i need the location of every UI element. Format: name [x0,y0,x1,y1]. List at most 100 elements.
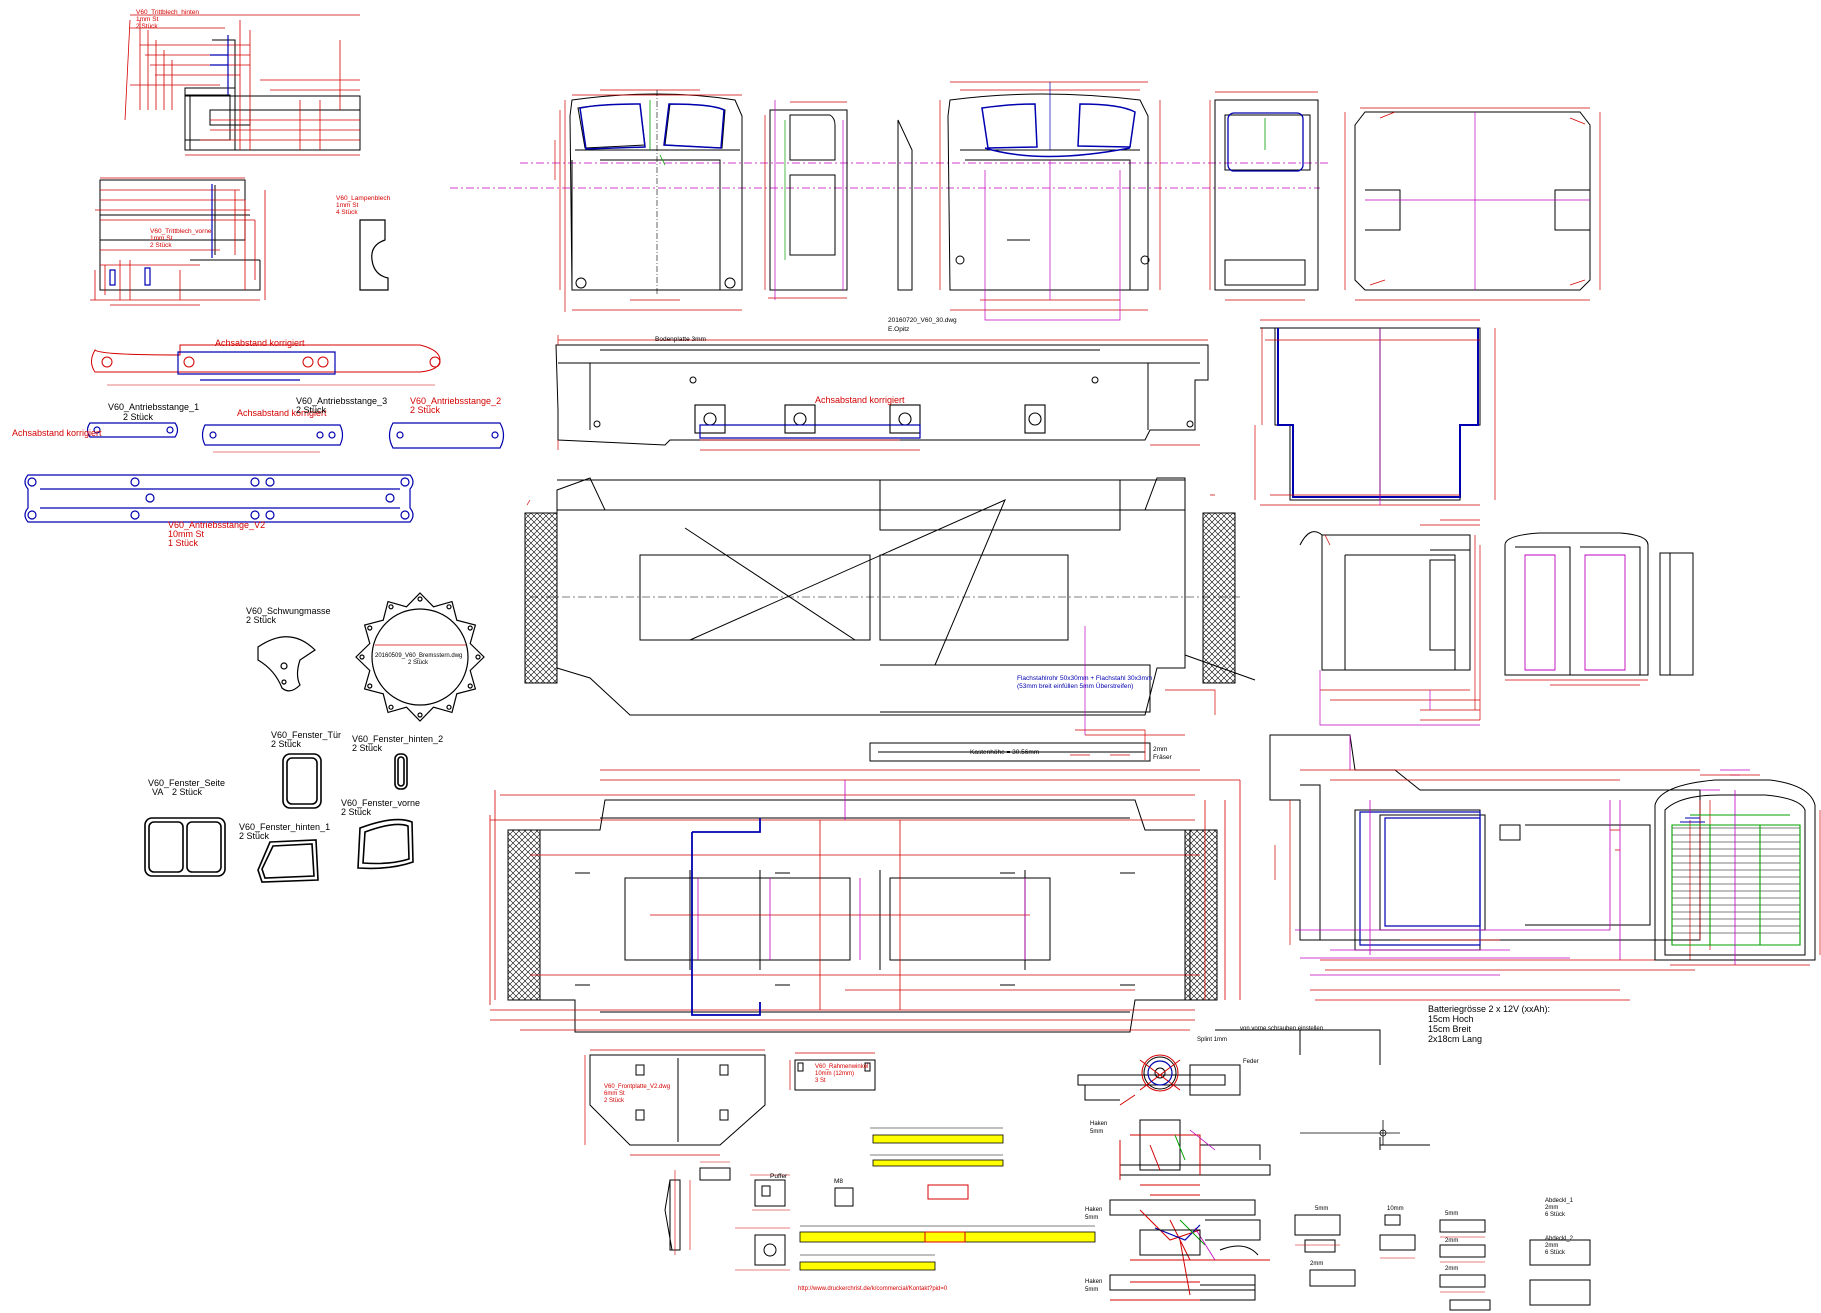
side-profile-1-dims [764,101,847,299]
battery-length: 2x18cm Lang [1428,1034,1482,1044]
bremsstern-hole [475,654,481,660]
bremsstern-hole [367,625,373,631]
part-name-antriebsstange-3: V60_Antriebsstange_3 [296,396,387,406]
antriebsstange-2-drawing [388,422,505,449]
part-name-frontplatte: V60_Frontplatte_V2.dwg [604,1084,670,1090]
part-qty-frontplatte: 2 Stück [604,1098,625,1104]
bremsstern-hole [467,683,473,689]
part-name-rahmenwinkel: V60_Rahmenwinkel [815,1064,868,1070]
chassis-side-view [555,344,1209,446]
m5mm-label: 5mm [1315,1206,1328,1212]
cabin-side-view-a-magenta [1319,670,1480,726]
side-profile-1 [769,109,848,291]
trittblech-hinten-dimensions [124,14,360,156]
kastenhoehe-drawing [869,742,1151,762]
part-name-antriebsstange-2: V60_Antriebsstange_2 [410,396,501,406]
antriebsstange-3-drawing [201,424,344,446]
roof-plan [1354,111,1591,291]
part-qty-schwungmasse: 2 Stück [246,615,277,625]
trittblech-hinten-label: V60_Trittblech_hinten 1mm St 2 Stück [136,9,199,30]
part-name-fenster-vorne: V60_Fenster_vorne [341,798,420,808]
url-label: http://www.druckerchrist.de/k/commercial… [798,1286,948,1292]
haken-2-line1: Haken [1085,1207,1102,1213]
part-name-trittblech-vorne: V60_Trittblech_vorne [150,228,212,235]
part-name-fenster-seite: V60_Fenster_Seite [148,778,225,788]
chassis-side-dims [557,335,1208,451]
fenster-tuer-drawing [282,753,322,809]
rear-view-contour [1227,112,1304,172]
achsabstand-note-2: Achsabstand korrigiert [237,408,327,418]
part-qty-fenster-hinten-1: 2 Stück [239,831,270,841]
haken-3-line2: 5mm [1085,1287,1098,1293]
cab-front-grille-green [1671,814,1801,946]
cabin-side-view-c [1659,552,1694,676]
part-qty-bremsstern: 2 Stück [408,660,429,666]
bremsstern-hole [446,604,452,610]
cab-front-grille-dims [1670,774,1821,966]
puffer-label: Puffer [770,1173,788,1180]
main-frame-blue [691,818,761,1016]
bremsstern-hole [446,704,452,710]
haken-2-line2: 5mm [1085,1215,1098,1221]
main-frame-hatch-right [1184,829,1218,1001]
part-qty-antriebsstange-2: 2 Stück [410,405,441,415]
abdeckung-2-qty: 6 Stück [1545,1250,1566,1256]
front-view-2 [947,93,1150,291]
part-qty-trittblech-hinten: 2 Stück [136,23,158,30]
battery-note: Batteriegrösse 2 x 12V (xxAh): 15cm Hoch… [1428,1004,1550,1044]
coupler-red [1110,1054,1270,1301]
reference-crosshair [1300,1120,1400,1145]
cabin-side-view-b-dims [1505,679,1648,686]
bremsstern-hole [359,654,365,660]
lower-right-contour [1359,811,1481,946]
part-spec-trittblech-hinten: 1mm St [136,16,159,23]
rahmenwinkel-drawing [794,1059,876,1091]
rahmenwinkel-dims [789,1052,875,1090]
haken-3-line1: Haken [1085,1279,1102,1285]
part-extra-fenster-seite: VA [152,787,163,797]
cab-front-grille-lines [1672,827,1800,934]
battery-width: 15cm Breit [1428,1024,1472,1034]
achsabstand-note-1: Achsabstand korrigiert [215,338,305,348]
lower-right-magenta [1295,735,1621,976]
abdeckung-1-qty: 6 Stück [1545,1212,1566,1218]
chassis-top-hatch-left [524,512,558,684]
cabin-side-view-a [1299,531,1471,671]
coupler-blue [1147,1060,1201,1241]
schwungmasse-drawing [257,636,316,692]
cabin-side-view-b [1504,532,1649,676]
part-name-fenster-hinten-2: V60_Fenster_hinten_2 [352,734,443,744]
main-frame-magenta [697,780,1026,960]
flachrohr-note: Flachstahlrohr 50x30mm + Flachstahl 30x3… [1017,675,1152,682]
rear-view-dims [1209,91,1318,301]
abdeckung-2-name: Abdeckl_2 [1545,1236,1574,1242]
part-name-bremsstern: 20160509_V60_Bremsstern.dwg [375,653,462,659]
feder-label: Feder [1243,1059,1259,1065]
trittblech-hinten-contour [210,35,229,95]
yellow-rails-dims [800,1127,1095,1256]
roof-plan-magenta [1365,112,1590,290]
chassis-side-wheels [694,404,1046,434]
splint-label: Splint 1mm [1197,1037,1227,1043]
part-name-antriebsstange-1: V60_Antriebsstange_1 [108,402,199,412]
small-parts-lower-dims [674,1161,790,1271]
bremsstern-drawing [355,592,485,722]
part-name-schwungmasse: V60_Schwungmasse [246,606,331,616]
battery-height: 15cm Hoch [1428,1014,1474,1024]
front-view-1 [569,93,743,291]
fenster-hinten-2-drawing [394,753,408,790]
part-name-antriebsstange-v2: V60_Antriebsstange_V2 [168,520,265,530]
kastenhoehe-dims [1070,729,1146,760]
antriebsstange-1-drawing [86,422,179,438]
bremsstern-hole [388,704,394,710]
cab-front-grille-blue [1680,817,1705,823]
roof-plan-dims [1344,107,1601,301]
bremsstern-hole [417,596,423,602]
cab-front-grille [1654,779,1816,961]
bremsstern-hole [467,625,473,631]
part-qty-lampenblech: 4 Stück [336,209,358,216]
fenster-seite-drawing [144,817,226,877]
centerline-horizontal-top [450,162,1330,189]
part-spec-trittblech-vorne: 1mm St [150,235,173,242]
front-view-2-contour [981,103,1136,158]
